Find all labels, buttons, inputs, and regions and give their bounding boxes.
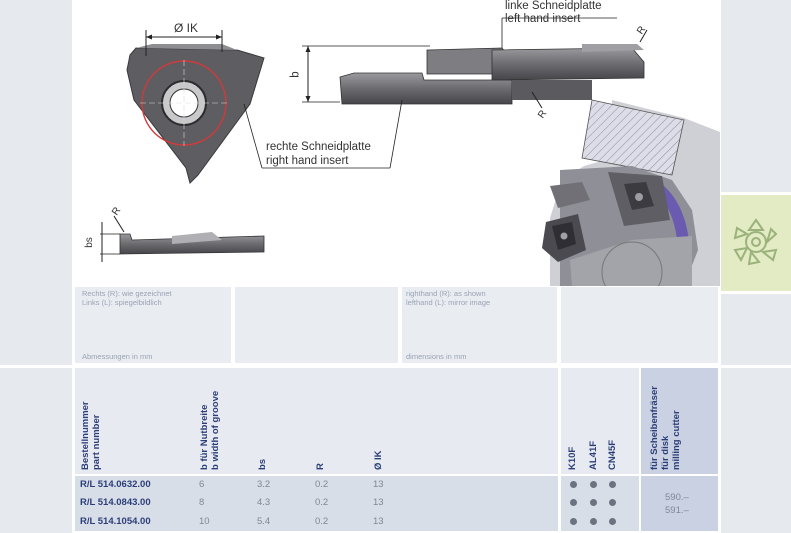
note-box-blank-1 — [235, 287, 398, 363]
part-number-cell: R/L 514.1054.00 — [80, 516, 151, 527]
header-groove-width: b für Nutbreite b width of groove — [199, 390, 221, 470]
part-number-cell: R/L 514.0843.00 — [80, 497, 151, 508]
cutter-insert-logo-icon — [733, 218, 778, 266]
note-right-en: righthand (R): as shown — [406, 289, 486, 298]
header-cutter: für Scheibenfräser für disk milling cutt… — [649, 386, 682, 470]
availability-dot-al41f-row3 — [590, 518, 597, 525]
left-insert-label-en: left hand insert — [505, 13, 581, 25]
r-cell: 0.2 — [315, 479, 329, 490]
header-part-number: Bestellnummer part number — [80, 401, 102, 470]
availability-dot-cn45f-row2 — [609, 499, 616, 506]
right-insert-label-en: right hand insert — [266, 155, 349, 167]
header-ik: Ø IK — [373, 450, 384, 470]
header-bs: bs — [257, 458, 268, 470]
b-cell: 8 — [199, 497, 205, 508]
availability-dot-k10f-row1 — [570, 481, 577, 488]
r-cell: 0.2 — [315, 497, 329, 508]
header-grade-al41f: AL41F — [588, 440, 599, 470]
availability-dot-k10f-row3 — [570, 518, 577, 525]
note-box-blank-2 — [561, 287, 718, 363]
note-box-en — [402, 287, 557, 363]
b-cell: 10 — [199, 516, 210, 527]
side-view-insert — [243, 17, 648, 169]
cutter-value: 591.– — [665, 505, 689, 516]
table-body-band — [75, 476, 558, 531]
b-dimension-label: b — [289, 71, 302, 78]
milling-cutter-rendering — [542, 99, 720, 286]
ik-cell: 13 — [373, 479, 384, 490]
header-r: R — [315, 463, 326, 470]
availability-dot-al41f-row2 — [590, 499, 597, 506]
ik-cell: 13 — [373, 516, 384, 527]
right-insert-label-de: rechte Schneidplatte — [266, 141, 371, 153]
right-margin-panel-mid — [721, 294, 791, 365]
availability-dot-k10f-row2 — [570, 499, 577, 506]
technical-drawing — [100, 17, 720, 286]
bs-cell: 3.2 — [257, 479, 271, 490]
availability-dot-cn45f-row3 — [609, 518, 616, 525]
note-right-de: Rechts (R): wie gezeichnet — [82, 289, 172, 298]
ik-cell: 13 — [373, 497, 384, 508]
left-margin-panel-lower — [0, 368, 72, 533]
right-margin-panel-lower — [721, 368, 791, 533]
r-cell: 0.2 — [315, 516, 329, 527]
header-grade-k10f: K10F — [567, 446, 578, 470]
bs-cell: 5.4 — [257, 516, 271, 527]
diameter-label: Ø IK — [174, 21, 199, 35]
left-margin-panel — [0, 0, 72, 365]
bs-dimension-label: bs — [83, 237, 95, 248]
note-left-de: Links (L): spiegelbildlich — [82, 298, 162, 307]
note-box-de — [75, 287, 231, 363]
small-side-view — [100, 215, 265, 262]
left-insert-label-de: linke Schneidplatte — [505, 0, 602, 12]
b-cell: 6 — [199, 479, 205, 490]
cutter-header-band — [641, 368, 718, 474]
accent-panel — [721, 195, 791, 291]
part-number-cell: R/L 514.0632.00 — [80, 479, 151, 490]
availability-dot-al41f-row1 — [590, 481, 597, 488]
note-left-en: lefthand (L): mirror image — [406, 298, 491, 307]
header-grade-cn45f: CN45F — [607, 439, 618, 470]
triangular-insert — [126, 30, 265, 184]
dimensions-note-en: dimensions in mm — [406, 352, 467, 361]
bs-cell: 4.3 — [257, 497, 271, 508]
cutter-value: 590.– — [665, 492, 689, 503]
table-header-band — [75, 368, 558, 474]
right-margin-panel — [721, 0, 791, 192]
availability-dot-cn45f-row1 — [609, 481, 616, 488]
cutter-body-band — [641, 476, 718, 531]
dimensions-note-de: Abmessungen in mm — [82, 352, 153, 361]
grades-header-band — [561, 368, 639, 474]
